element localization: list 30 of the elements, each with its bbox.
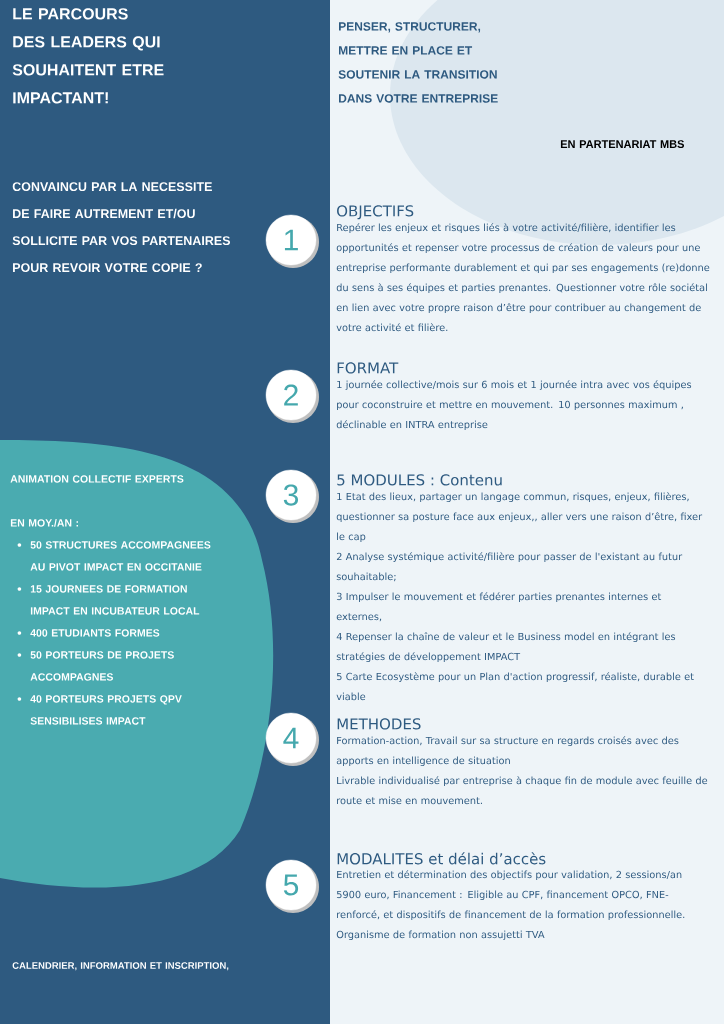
section-heading: FORMAT — [337, 362, 399, 374]
body-text: 5900 euro, Financement : Eligible au CPF, financement OPCO, FNE-renforcé, et dispositifs de financement de la formation professionnelle. — [336, 890, 685, 921]
body-text: Organisme de formation non assujetti TVA — [336, 930, 545, 941]
body-text: 5 Carte Ecosystème pour un Plan d'action progressif, réaliste, durable et viable — [336, 672, 694, 701]
question-text: CONVAINCU PAR LA NECESSITE DE FAIRE AUTREMENT ET/OU SOLLICITE PAR VOS PARTENAIRES POUR REVOIR VOTRE COPIE ? — [12, 182, 230, 273]
title: LE PARCOURS DES LEADERS QUI SOUHAITENT ETRE IMPACTANT! — [12, 8, 164, 104]
section-heading: METHODES — [337, 718, 421, 730]
body-text: 2 Analyse systémique activité/filière pour passer de l'existant au futur souhaitable; — [336, 552, 683, 582]
list-item: 15 JOURNEES DE FORMATION IMPACT EN INCUBATEUR LOCAL — [30, 585, 200, 615]
body-text: Repérer les enjeux et risques liés à votre activité/filière, identifier les opportunités et repenser votre processus de création de valeurs pour une entreprise performante durablement et qui par ses engagements (re)donne du sens à ses équipes et parties prenantes. Questionner votre rôle sociétal en lien avec votre propre raison d’être pour contribuer au changement de votre activité et filière. — [336, 223, 710, 332]
blob-text: ANIMATION COLLECTIF EXPERTS — [10, 475, 184, 483]
section-heading: OBJECTIFS — [337, 205, 414, 220]
section-heading: 5 MODULES : Contenu — [337, 474, 502, 486]
body-text: 1 Etat des lieux, partager un langage commun, risques, enjeux, filières, questionner sa posture face aux enjeux,, aller vers une raison d’être, fixer le cap — [336, 492, 703, 543]
section-heading: MODALITES et délai d’accès — [337, 852, 546, 865]
list-item: 50 PORTEURS DE PROJETS ACCOMPAGNES — [30, 651, 174, 681]
footer-text: CALENDRIER, INFORMATION ET INSCRIPTION, — [12, 962, 229, 971]
blob-text: EN MOY./AN : — [10, 518, 78, 527]
partner-text: EN PARTENARIAT MBS — [560, 140, 684, 148]
subtitle: PENSER, STRUCTURER, METTRE EN PLACE ET SOUTENIR LA TRANSITION DANS VOTRE ENTREPRISE — [338, 22, 498, 103]
list-item: 400 ETUDIANTS FORMES — [30, 629, 160, 637]
list-item: 50 STRUCTURES ACCOMPAGNEES AU PIVOT IMPACT EN OCCITANIE — [30, 541, 211, 571]
body-text: 1 journée collective/mois sur 6 mois et 1 journée intra avec vos équipes pour coconstruire et mettre en mouvement. 10 personnes maximum , déclinable en INTRA entreprise — [336, 380, 692, 431]
body-text: Livrable individualisé par entreprise à chaque fin de module avec feuille de route et mise en mouvement. — [337, 776, 708, 805]
body-text: Formation-action, Travail sur sa structure en regards croisés avec des apports en intelligence de situation — [336, 736, 679, 767]
info-blob — [0, 440, 274, 888]
body-text: Entretien et détermination des objectifs pour validation, 2 sessions/an — [337, 870, 682, 881]
body-text: 3 Impulser le mouvement et fédérer parties prenantes internes et externes, — [336, 592, 662, 622]
list-item: 40 PORTEURS PROJETS QPV SENSIBILISES IMPACT — [30, 695, 182, 725]
body-text: 4 Repenser la chaîne de valeur et le Business model en intégrant les stratégies de développement IMPACT — [336, 632, 676, 663]
